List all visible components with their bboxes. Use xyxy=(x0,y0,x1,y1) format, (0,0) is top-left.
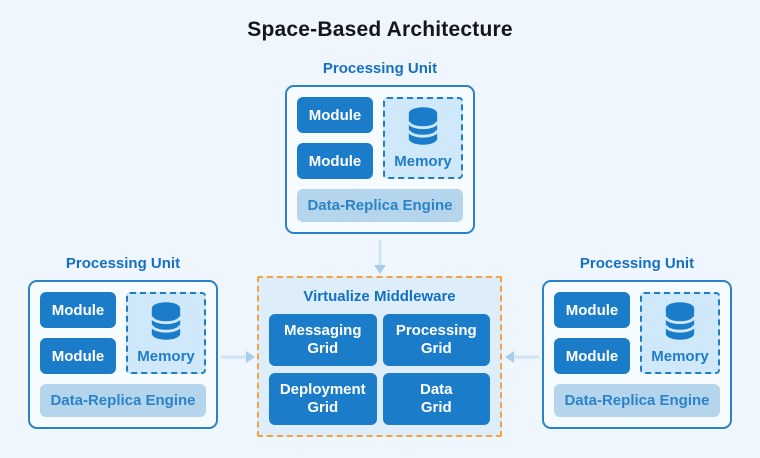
memory-label: Memory xyxy=(394,153,452,170)
arrow-right-icon xyxy=(221,351,255,363)
data-replica-engine: Data-Replica Engine xyxy=(40,384,206,417)
middleware-title: Virtualize Middleware xyxy=(303,288,456,305)
grid-label-line: Messaging xyxy=(283,321,362,339)
grid-label-line: Grid xyxy=(307,399,339,416)
database-icon xyxy=(149,301,183,345)
grid-label-line: Grid xyxy=(420,340,452,357)
database-icon xyxy=(663,301,697,345)
virtualize-middleware-panel: Virtualize Middleware Messaging Grid Pro… xyxy=(257,276,502,437)
module-box: Module xyxy=(554,338,630,374)
arrow-down-icon xyxy=(374,240,386,274)
middleware-grid: Messaging Grid Processing Grid Deploymen… xyxy=(269,314,490,425)
page-title: Space-Based Architecture xyxy=(247,18,513,41)
messaging-grid-box: Messaging Grid xyxy=(269,314,377,366)
grid-label-line: Grid xyxy=(307,340,339,357)
database-icon xyxy=(406,106,440,150)
processing-unit-label: Processing Unit xyxy=(65,255,181,272)
module-box: Module xyxy=(40,292,116,328)
grid-label-line: Deployment xyxy=(279,380,366,398)
processing-unit-label: Processing Unit xyxy=(322,60,438,77)
deployment-grid-box: Deployment Grid xyxy=(269,373,377,425)
processing-unit-label: Processing Unit xyxy=(579,255,695,272)
memory-box: Memory xyxy=(640,292,720,374)
module-box: Module xyxy=(297,143,373,179)
processing-grid-box: Processing Grid xyxy=(382,314,490,366)
processing-unit-top: Processing Unit Module Memory Module Dat… xyxy=(285,60,475,234)
grid-label-line: Data xyxy=(419,380,453,398)
processing-unit-left: Processing Unit Module Memory Module Dat… xyxy=(28,255,218,429)
arrow-left-icon xyxy=(505,351,539,363)
memory-label: Memory xyxy=(651,348,709,365)
grid-label-line: Processing xyxy=(395,321,477,339)
memory-label: Memory xyxy=(137,348,195,365)
module-box: Module xyxy=(40,338,116,374)
module-box: Module xyxy=(297,97,373,133)
processing-unit-right: Processing Unit Module Memory Module Dat… xyxy=(542,255,732,429)
module-box: Module xyxy=(554,292,630,328)
data-replica-engine: Data-Replica Engine xyxy=(554,384,720,417)
data-replica-engine: Data-Replica Engine xyxy=(297,189,463,222)
data-grid-box: Data Grid xyxy=(382,373,490,425)
grid-label-line: Grid xyxy=(420,399,452,416)
memory-box: Memory xyxy=(383,97,463,179)
processing-unit-box: Module Memory Module Data-Replica Engine xyxy=(285,85,475,234)
processing-unit-box: Module Memory Module Data-Replica Engine xyxy=(542,280,732,429)
memory-box: Memory xyxy=(126,292,206,374)
processing-unit-box: Module Memory Module Data-Replica Engine xyxy=(28,280,218,429)
